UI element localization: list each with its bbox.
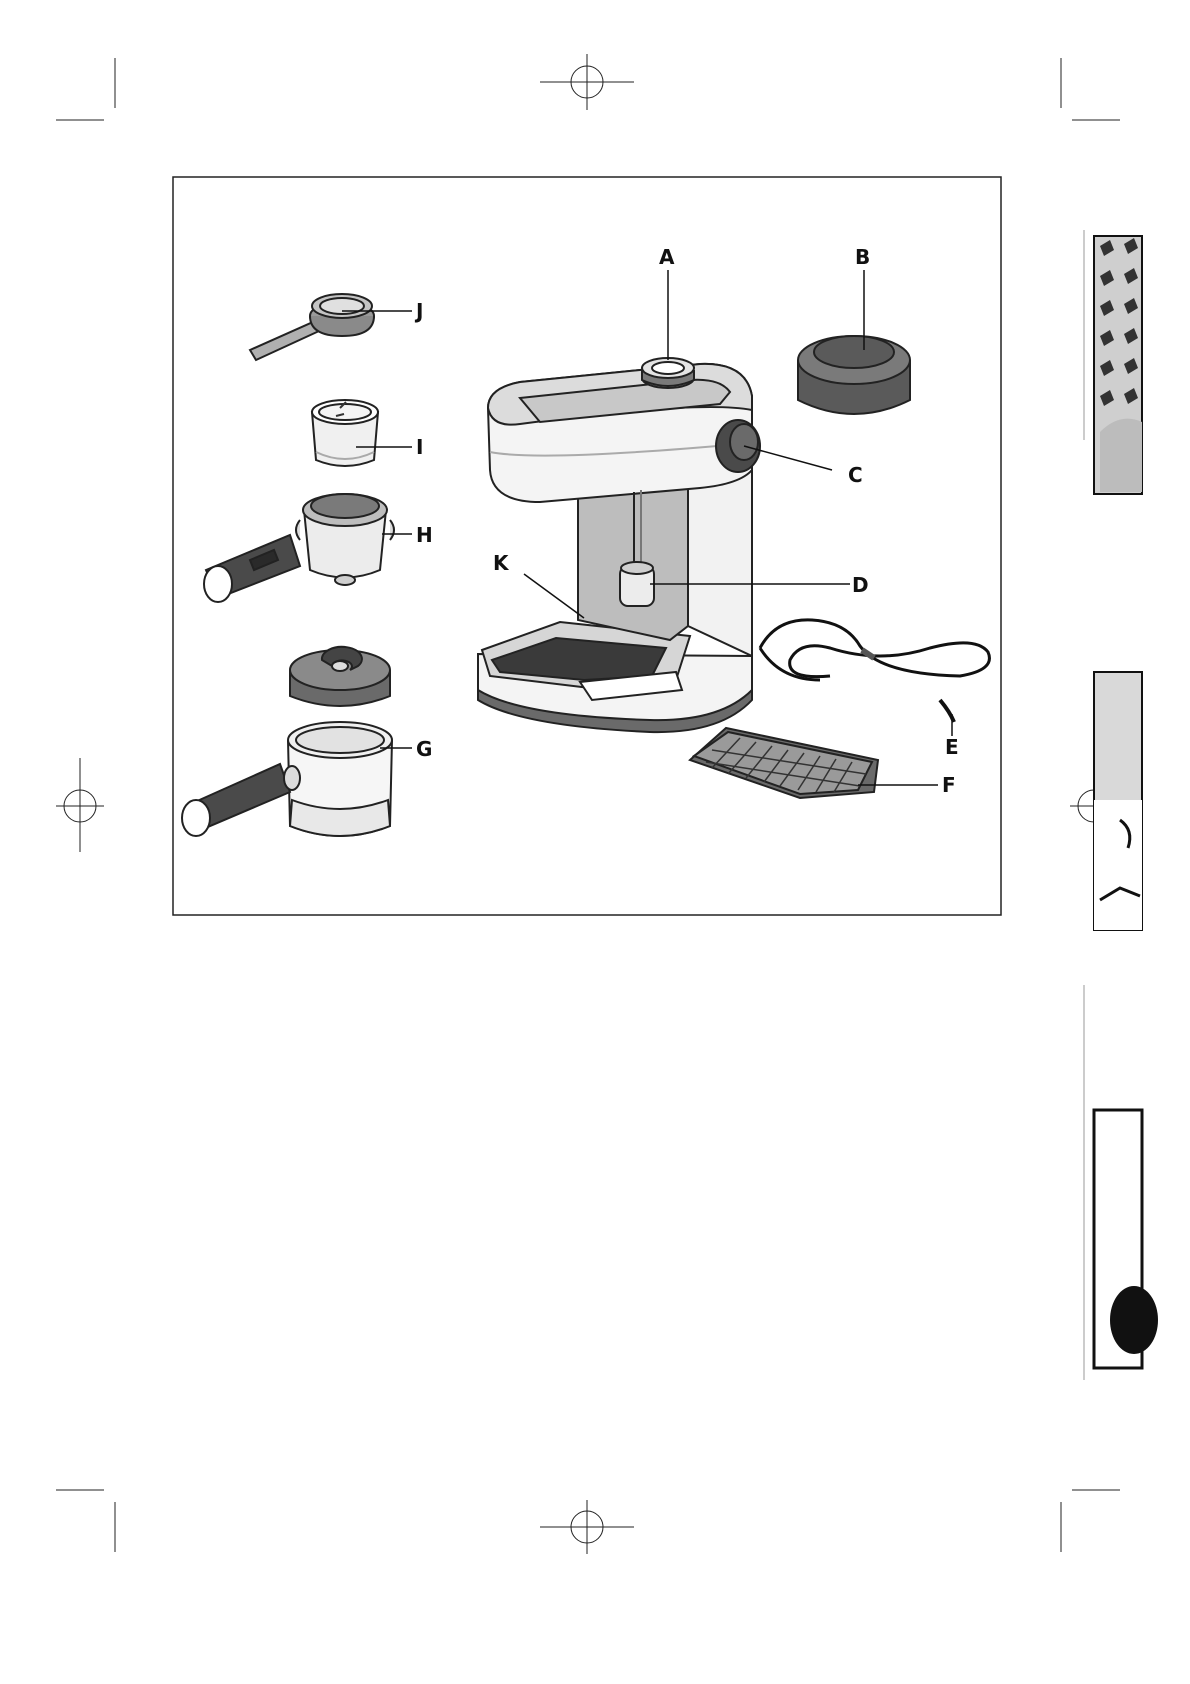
- callout-f: F: [942, 773, 956, 797]
- callout-k: K: [493, 551, 510, 575]
- filter-insert: [312, 400, 378, 466]
- crosshair-left-icon: [56, 758, 104, 852]
- callout-g: G: [416, 737, 432, 761]
- callout-j: J: [414, 299, 423, 323]
- tank-cap: [798, 336, 910, 414]
- callout-c: C: [848, 463, 863, 487]
- callout-i: I: [416, 435, 423, 459]
- callout-d: D: [852, 573, 869, 597]
- callout-e: E: [945, 735, 959, 759]
- crosshair-top-icon: [540, 54, 634, 110]
- crosshair-bottom-icon: [540, 1500, 634, 1554]
- callout-b: B: [855, 245, 870, 269]
- callout-h: H: [416, 523, 433, 547]
- callout-a: A: [659, 245, 675, 269]
- adjacent-page-bleed: [1084, 230, 1158, 1380]
